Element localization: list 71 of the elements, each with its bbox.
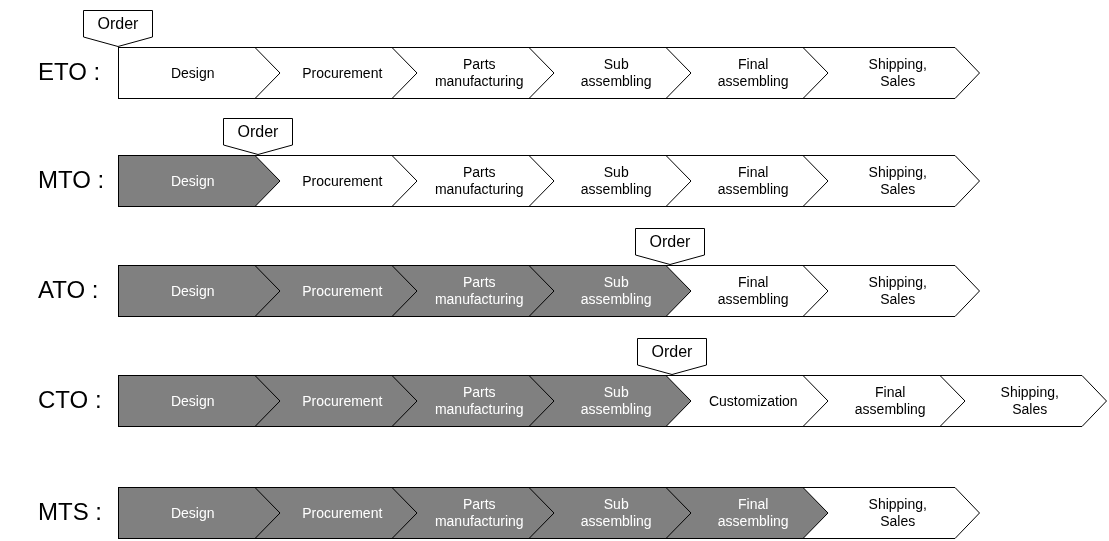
process-step — [392, 265, 529, 317]
process-step — [255, 47, 392, 99]
process-step — [392, 47, 529, 99]
order-marker — [637, 338, 707, 375]
process-step — [255, 265, 392, 317]
process-step — [803, 265, 980, 317]
step-label: Shipping, Sales — [999, 384, 1060, 418]
step-label: Sub assembling — [579, 384, 653, 418]
order-label: Order — [649, 233, 691, 250]
order-label: Order — [97, 15, 139, 32]
step-label: Procurement — [301, 504, 384, 522]
step-label: Final assembling — [716, 164, 790, 198]
process-step — [529, 47, 666, 99]
process-step — [118, 47, 255, 99]
step-label: Design — [169, 282, 216, 300]
process-step — [118, 375, 255, 427]
step-label: Sub assembling — [579, 496, 653, 530]
step-label: Design — [169, 392, 216, 410]
order-label: Order — [237, 123, 279, 140]
step-label: Final assembling — [716, 274, 790, 308]
process-step — [666, 155, 803, 207]
process-step — [255, 375, 392, 427]
step-label: Customization — [707, 392, 799, 410]
process-step — [118, 487, 255, 539]
step-label: Shipping, Sales — [867, 56, 928, 90]
step-label: Sub assembling — [579, 164, 653, 198]
process-step — [940, 375, 1107, 427]
step-label: Parts manufacturing — [433, 496, 525, 530]
step-label: Final assembling — [853, 384, 927, 418]
order-marker — [635, 228, 705, 265]
step-label: Parts manufacturing — [433, 56, 525, 90]
step-label: Procurement — [301, 172, 384, 190]
step-label: Shipping, Sales — [867, 274, 928, 308]
step-label: Sub assembling — [579, 274, 653, 308]
process-step — [118, 265, 255, 317]
step-label: Shipping, Sales — [867, 496, 928, 530]
row-label: CTO : — [38, 388, 102, 412]
order-marker — [223, 118, 293, 155]
process-step — [803, 155, 980, 207]
process-step — [666, 47, 803, 99]
step-label: Design — [169, 504, 216, 522]
process-step — [803, 487, 980, 539]
step-label: Sub assembling — [579, 56, 653, 90]
step-label: Procurement — [301, 64, 384, 82]
process-step — [666, 265, 803, 317]
row-label: ETO : — [38, 60, 101, 84]
row-label: MTO : — [38, 168, 105, 192]
process-step — [529, 155, 666, 207]
row-label: MTS : — [38, 500, 102, 524]
process-step — [255, 155, 392, 207]
row-label: ATO : — [38, 278, 99, 302]
step-label: Procurement — [301, 282, 384, 300]
process-step — [803, 375, 940, 427]
order-marker — [83, 10, 153, 47]
process-step — [392, 487, 529, 539]
process-step — [392, 155, 529, 207]
process-step — [392, 375, 529, 427]
process-step — [255, 487, 392, 539]
step-label: Parts manufacturing — [433, 164, 525, 198]
step-label: Design — [169, 64, 216, 82]
step-label: Parts manufacturing — [433, 384, 525, 418]
order-label: Order — [651, 343, 693, 360]
process-step — [803, 47, 980, 99]
step-label: Parts manufacturing — [433, 274, 525, 308]
step-label: Shipping, Sales — [867, 164, 928, 198]
step-label: Design — [169, 172, 216, 190]
step-label: Final assembling — [716, 496, 790, 530]
step-label: Procurement — [301, 392, 384, 410]
step-label: Final assembling — [716, 56, 790, 90]
process-step — [666, 375, 803, 427]
process-step — [529, 487, 666, 539]
